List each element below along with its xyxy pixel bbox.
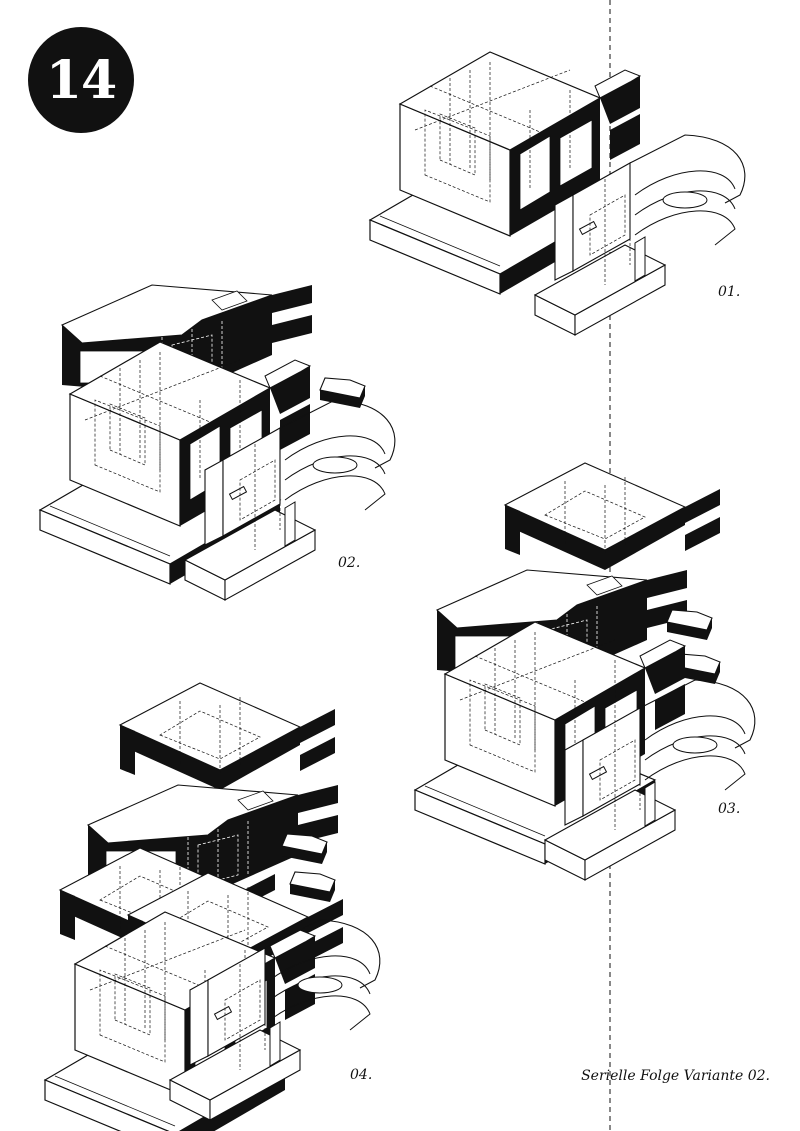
variant-04-drawing	[44, 682, 381, 1131]
variant-01-drawing	[369, 51, 746, 336]
variant-label-04: 04.	[350, 1067, 373, 1083]
variant-03-drawing	[414, 462, 756, 881]
sheet-caption: Serielle Folge Variante 02.	[581, 1068, 770, 1084]
page-number-badge: 14	[28, 27, 134, 133]
variant-label-03: 03.	[718, 801, 741, 817]
variant-02-drawing	[39, 284, 396, 601]
page-number: 14	[45, 49, 117, 111]
variant-label-01: 01.	[718, 284, 741, 300]
variant-label-02: 02.	[338, 555, 361, 571]
